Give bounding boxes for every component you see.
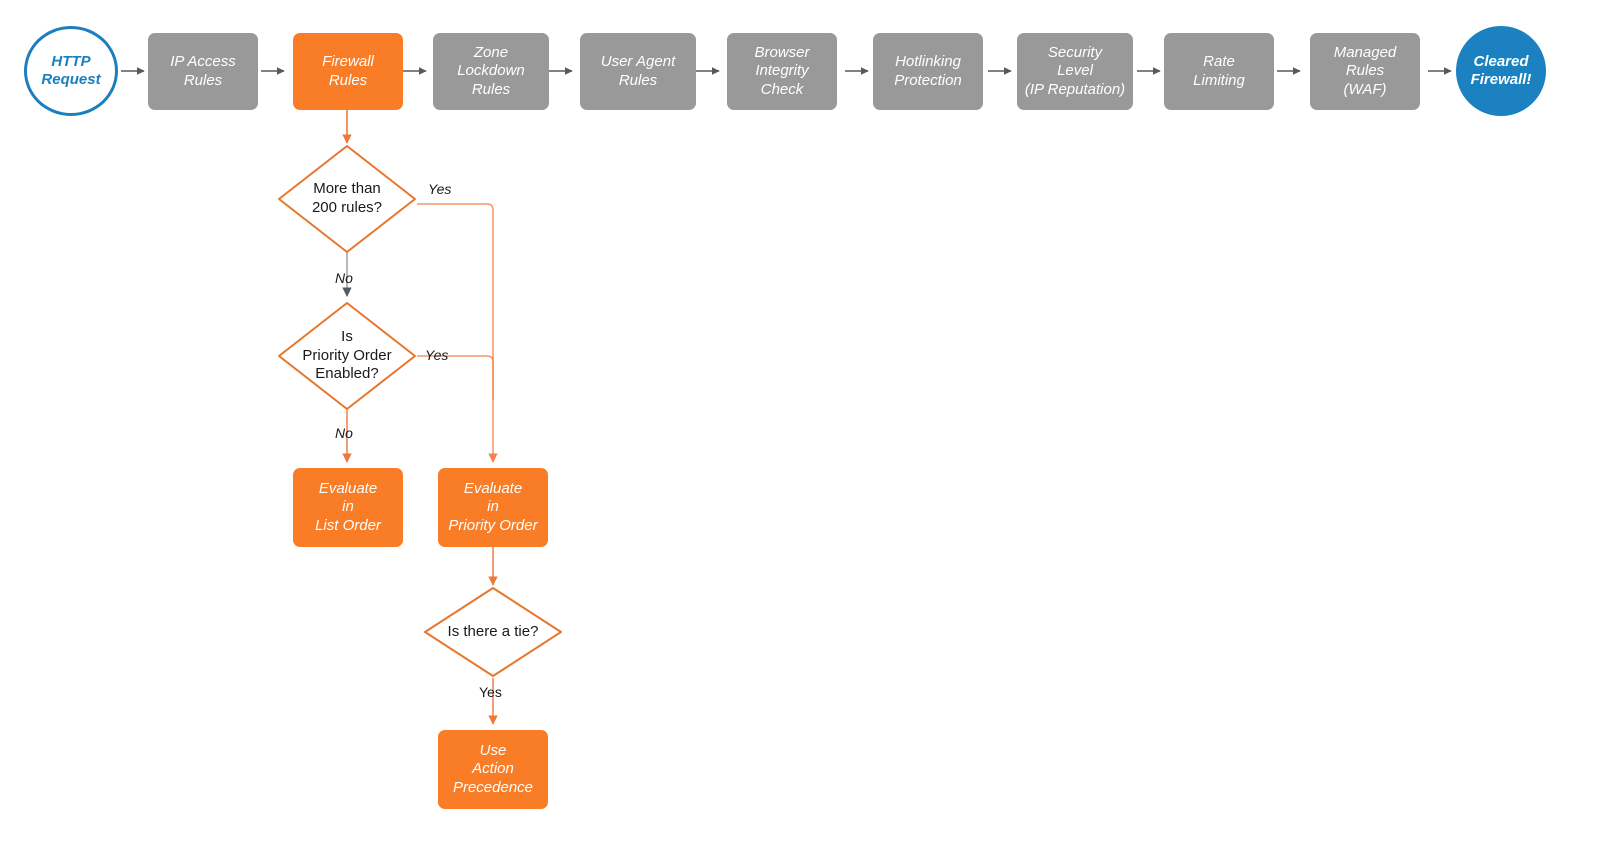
decision-diamond-shape (424, 587, 562, 677)
result-label: Evaluate in Priority Order (448, 480, 538, 534)
pipeline-stage-label: Firewall Rules (322, 53, 374, 89)
pipeline-stage-firewall-rules[interactable]: Firewall Rules (293, 33, 403, 110)
pipeline-stage-label: Browser Integrity Check (754, 44, 810, 98)
pipeline-stage-label: Hotlinking Protection (894, 53, 962, 89)
edge-label-tie-yes: Yes (479, 684, 502, 700)
pipeline-end-label: Cleared Firewall! (1470, 52, 1532, 88)
pipeline-stage-rate-limiting[interactable]: Rate Limiting (1164, 33, 1274, 110)
pipeline-stage-ip-access-rules[interactable]: IP Access Rules (148, 33, 258, 110)
decision-is-there-a-tie[interactable]: Is there a tie? (423, 586, 563, 678)
pipeline-stage-user-agent-rules[interactable]: User Agent Rules (580, 33, 696, 110)
pipeline-stage-label: Security Level (IP Reputation) (1024, 44, 1126, 98)
pipeline-stage-label: IP Access Rules (170, 53, 236, 89)
pipeline-stage-managed-rules-waf[interactable]: Managed Rules (WAF) (1310, 33, 1420, 110)
pipeline-stage-label: Managed Rules (WAF) (1333, 44, 1397, 98)
result-use-action-precedence[interactable]: Use Action Precedence (438, 730, 548, 809)
pipeline-stage-security-level[interactable]: Security Level (IP Reputation) (1017, 33, 1133, 110)
decision-diamond-shape (278, 145, 416, 253)
edge-label-priority-no: No (335, 425, 353, 441)
result-label: Use Action Precedence (452, 742, 534, 796)
edge-label-rules-no: No (335, 270, 353, 286)
result-label: Evaluate in List Order (315, 480, 381, 534)
pipeline-stage-browser-integrity-check[interactable]: Browser Integrity Check (727, 33, 837, 110)
result-evaluate-in-priority-order[interactable]: Evaluate in Priority Order (438, 468, 548, 547)
pipeline-end-cleared-firewall[interactable]: Cleared Firewall! (1456, 26, 1546, 116)
result-evaluate-in-list-order[interactable]: Evaluate in List Order (293, 468, 403, 547)
edge-label-priority-yes: Yes (425, 347, 449, 363)
pipeline-stage-hotlinking-protection[interactable]: Hotlinking Protection (873, 33, 983, 110)
pipeline-stage-label: Rate Limiting (1193, 53, 1245, 89)
pipeline-stage-label: User Agent Rules (600, 53, 676, 89)
decision-more-than-200-rules[interactable]: More than 200 rules? (277, 144, 417, 254)
pipeline-start-http-request[interactable]: HTTP Request (24, 26, 118, 116)
pipeline-stage-label: Zone Lockdown Rules (457, 44, 525, 98)
pipeline-stage-zone-lockdown-rules[interactable]: Zone Lockdown Rules (433, 33, 549, 110)
decision-diamond-shape (278, 302, 416, 410)
edge-label-rules-yes: Yes (428, 181, 452, 197)
decision-is-priority-order-enabled[interactable]: Is Priority Order Enabled? (277, 301, 417, 411)
pipeline-start-label: HTTP Request (41, 52, 101, 88)
